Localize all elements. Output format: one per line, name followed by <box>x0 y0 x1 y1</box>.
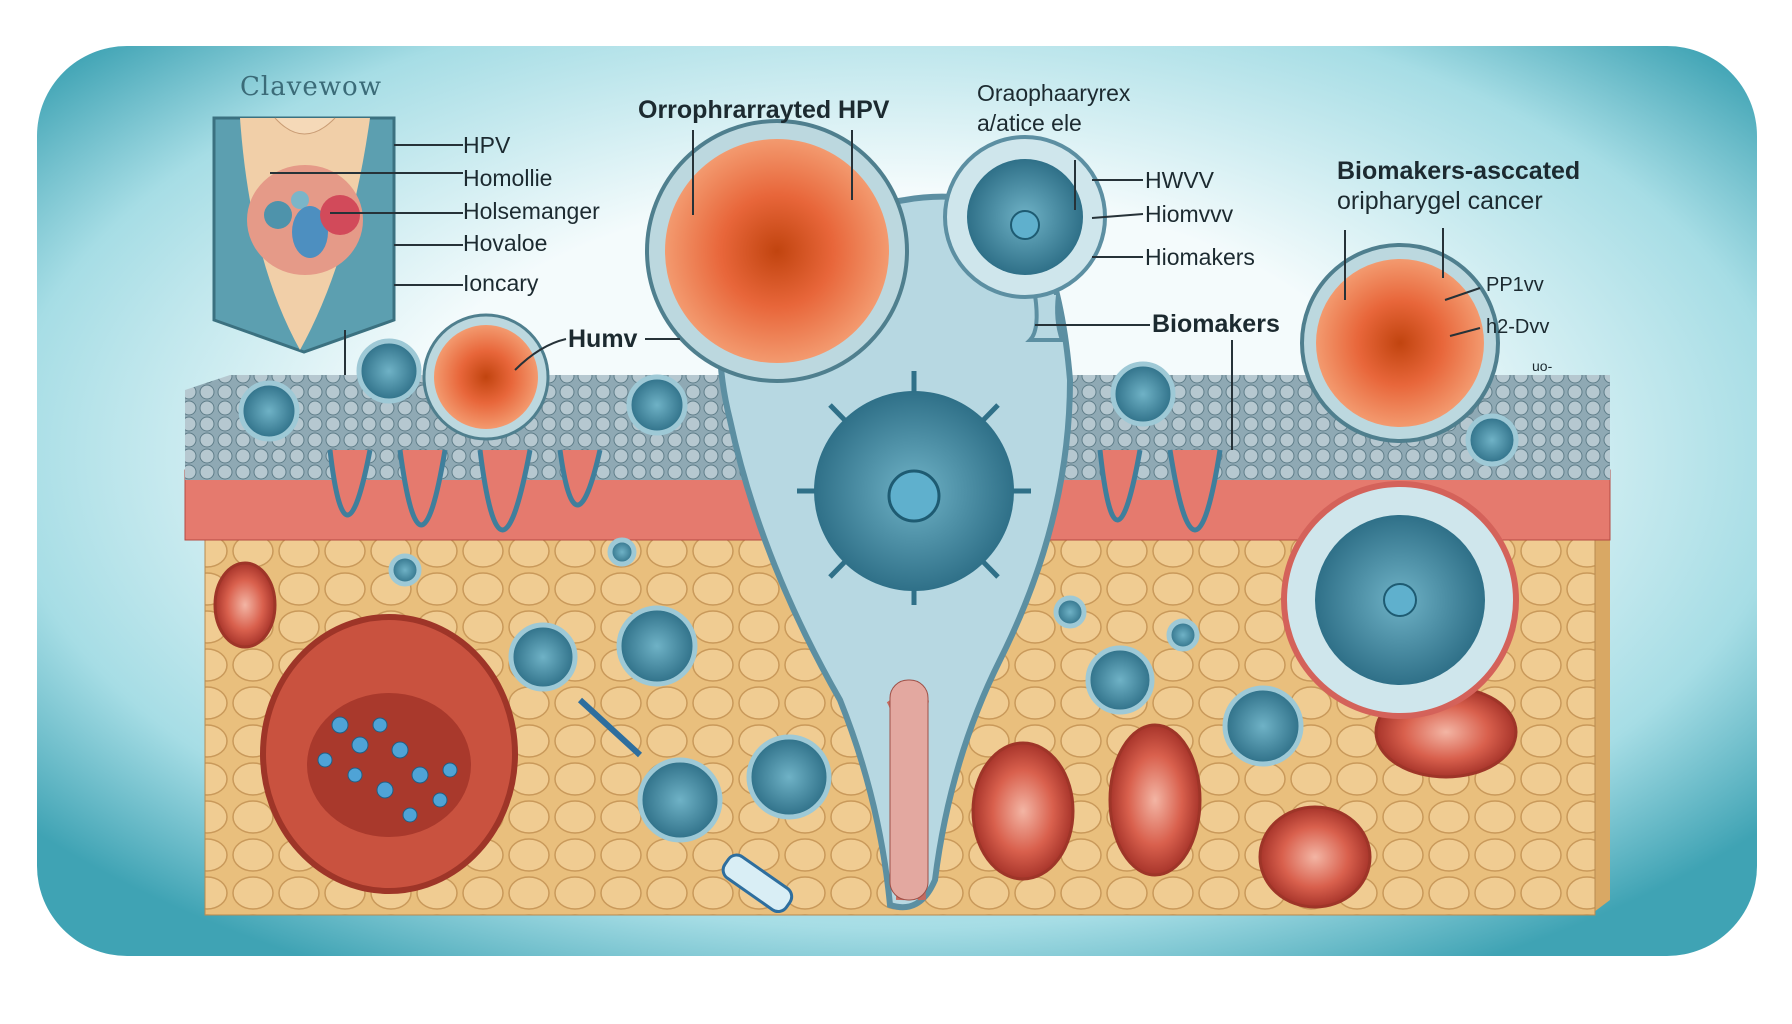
tumor-left <box>422 313 550 441</box>
humv-label: Humv <box>568 325 638 353</box>
inset-label-hovaloe: Hovaloe <box>463 230 548 256</box>
right-label-uo: uo- <box>1532 358 1553 374</box>
inset-leader-lines <box>270 144 463 410</box>
center-subtitle-1: Oraophaaryrex <box>977 80 1131 106</box>
cell-label-hwvv: HWVV <box>1145 167 1214 193</box>
tumor-center <box>645 119 909 383</box>
biomakers-label: Biomakers <box>1152 310 1280 338</box>
cell-label-hiomvvv: Hiomvvv <box>1145 201 1234 227</box>
tumor-right <box>1300 243 1500 443</box>
right-label-pp1vv: PP1vv <box>1486 274 1544 296</box>
inset-label-hpv: HPV <box>463 132 511 158</box>
virus-particles <box>238 338 1519 843</box>
small-cell-virus <box>943 135 1107 299</box>
leader-lines <box>514 130 1481 371</box>
syringe-icon <box>577 697 643 758</box>
right-label-h2dvv: h2-Dvv <box>1486 316 1550 338</box>
neck-inset <box>212 116 396 354</box>
inset-label-homollie: Homollie <box>463 165 553 191</box>
central-virus <box>797 371 1031 605</box>
right-title-1: Biomakers-asccated <box>1337 157 1581 185</box>
vial-icon <box>721 853 794 914</box>
center-subtitle-2: a/atice ele <box>977 110 1082 136</box>
center-title: Orrophrarrayted HPV <box>638 96 890 124</box>
logo: Clavewow <box>240 72 382 102</box>
inset-label-ioncary: Ioncary <box>463 270 539 296</box>
right-virus <box>1281 481 1519 719</box>
right-title-2: oripharygel cancer <box>1337 187 1543 215</box>
inset-label-holsemanger: Holsemanger <box>463 198 600 224</box>
glands <box>327 449 1223 533</box>
blood-particles <box>317 716 458 823</box>
cell-label-hiomakers: Hiomakers <box>1145 244 1255 270</box>
